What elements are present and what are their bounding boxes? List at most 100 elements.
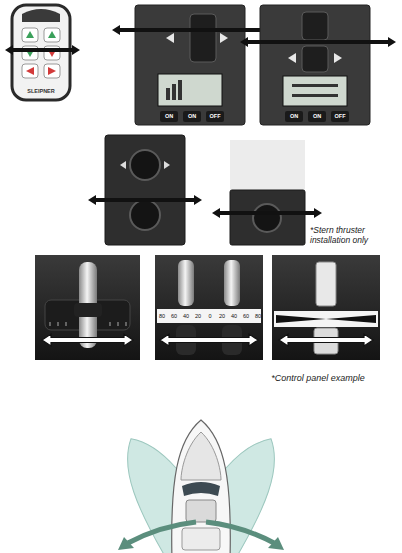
rotation-arrow: [128, 522, 196, 543]
button-label: OFF: [210, 113, 221, 119]
panel-cover: [230, 140, 305, 190]
dual-lever-photo: [155, 255, 263, 360]
dual-joystick-panel: [260, 5, 370, 125]
panel-body: [105, 135, 185, 245]
remote-control: [12, 5, 70, 100]
button-triangle: [48, 31, 56, 38]
arrow-head: [118, 537, 134, 550]
button-label: ON: [290, 113, 298, 119]
panel-button: [183, 111, 201, 122]
remote-button: [22, 28, 38, 42]
panel-body: [135, 5, 245, 125]
direction-arrow: [112, 25, 272, 35]
button-triangle: [26, 67, 34, 75]
lever-handle: [224, 260, 240, 306]
lever-handle: [316, 262, 336, 306]
direction-arrow: [5, 45, 80, 55]
joystick-panel: [135, 5, 245, 125]
photo-ground: [35, 255, 140, 360]
control-knob: [130, 200, 160, 230]
ghost-boat: [106, 424, 227, 553]
direction-arrow: [42, 334, 133, 346]
direction-arrow: [240, 37, 396, 47]
scale-number: 40: [183, 313, 189, 319]
screen-bar: [292, 94, 338, 97]
remote-button: [44, 64, 60, 78]
joystick-toggle: [302, 46, 328, 72]
boat-cockpit: [186, 500, 216, 522]
rotation-arrow: [206, 522, 274, 543]
remote-button: [22, 64, 38, 78]
direction-arrow: [160, 334, 258, 346]
scale-strip: [157, 309, 261, 323]
display-screen: [158, 74, 222, 106]
joystick-toggle: [302, 12, 328, 40]
panel-body: [260, 5, 370, 125]
footnote: *Stern thruster installation only: [310, 226, 394, 246]
ghost-boat: [176, 424, 297, 553]
panel-button: [285, 111, 303, 122]
footnote: *Control panel example: [271, 373, 365, 383]
remote-top: [22, 9, 60, 22]
scale-number: 20: [219, 313, 225, 319]
control-knob: [130, 150, 160, 180]
panel-button: [331, 111, 349, 122]
scale-number: 60: [171, 313, 177, 319]
boat-hull: [106, 424, 227, 553]
lever-photo: [35, 255, 140, 360]
scale-wedge: [276, 315, 376, 323]
panel-button: [206, 111, 224, 122]
direction-mark: [220, 33, 228, 43]
scale-number: 40: [231, 313, 237, 319]
slider-photo: [272, 255, 380, 360]
direction-mark: [288, 53, 296, 63]
lever-collar: [74, 303, 102, 317]
scale-number: 0: [208, 313, 211, 319]
direction-mark: [120, 161, 126, 169]
direction-arrow: [88, 195, 202, 205]
direction-mark: [334, 53, 342, 63]
scale-strip: [274, 311, 378, 327]
button-triangle: [48, 67, 56, 75]
remote-body: [12, 5, 70, 100]
screen-bar: [178, 80, 182, 100]
boat-hull: [176, 424, 297, 553]
button-triangle: [26, 31, 34, 38]
boat-aft-deck: [182, 528, 220, 550]
single-knob-panel: [230, 140, 305, 245]
direction-mark: [166, 33, 174, 43]
panel-body: [230, 190, 305, 245]
screen-bar: [172, 84, 176, 100]
direction-mark: [164, 161, 170, 169]
button-label: ON: [313, 113, 321, 119]
button-label: OFF: [335, 113, 346, 119]
direction-arrow: [279, 334, 373, 346]
panel-button: [160, 111, 178, 122]
boat-illustration: [106, 420, 297, 553]
boat-foredeck: [181, 432, 221, 480]
button-label: ON: [165, 113, 173, 119]
lever-handle: [178, 260, 194, 306]
dual-knob-panel: [105, 135, 185, 245]
button-label: ON: [188, 113, 196, 119]
panel-button: [308, 111, 326, 122]
display-screen: [283, 76, 347, 106]
screen-bar: [166, 88, 170, 100]
joystick-toggle: [190, 14, 216, 62]
control-knob: [253, 204, 281, 232]
arrow-head: [268, 537, 284, 550]
scale-number: 20: [195, 313, 201, 319]
screen-bar: [292, 84, 338, 87]
direction-arrow: [212, 208, 322, 218]
scale-number: 80: [159, 313, 165, 319]
brand-mark: SLEIPNER: [27, 88, 55, 94]
photo-ground: [272, 255, 380, 360]
boat-windshield: [182, 482, 220, 496]
photo-ground: [155, 255, 263, 360]
scale-number: 60: [243, 313, 249, 319]
remote-button: [44, 28, 60, 42]
scale-ticks: [50, 322, 126, 326]
